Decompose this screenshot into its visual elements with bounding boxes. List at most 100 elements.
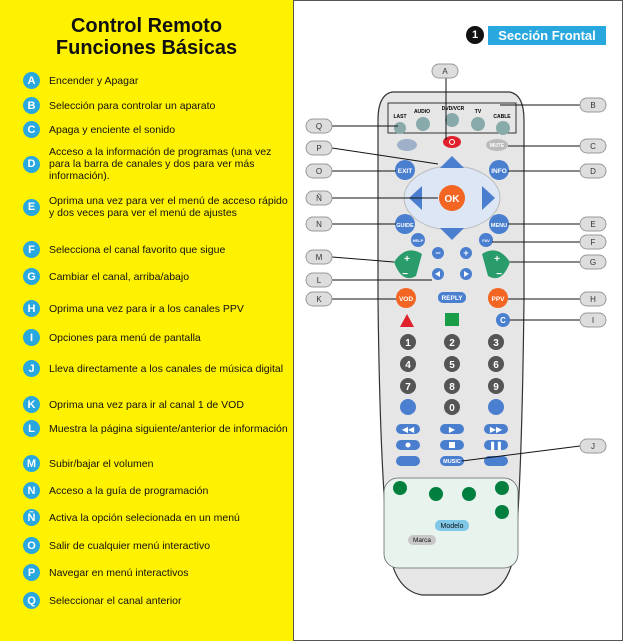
legend-text: Salir de cualquier menú interactivo bbox=[49, 539, 211, 552]
callout-letter: O bbox=[316, 167, 322, 176]
green-button-4[interactable] bbox=[495, 481, 509, 495]
audio-device-button[interactable] bbox=[416, 117, 430, 131]
mute-button[interactable] bbox=[486, 139, 508, 151]
ok-button[interactable] bbox=[439, 185, 465, 211]
reply-button[interactable] bbox=[438, 292, 466, 303]
dpad-down-arrow-icon[interactable] bbox=[440, 228, 464, 240]
callout-letter: H bbox=[590, 295, 596, 304]
digit-button[interactable] bbox=[488, 356, 504, 372]
power-button[interactable] bbox=[443, 136, 461, 148]
green-button-2[interactable] bbox=[429, 487, 443, 501]
digit-button[interactable] bbox=[444, 334, 460, 350]
green-button-1[interactable] bbox=[393, 481, 407, 495]
power-icon bbox=[449, 139, 455, 145]
legend-text: Lleva directamente a los canales de músi… bbox=[49, 362, 284, 375]
digit-button[interactable] bbox=[444, 399, 460, 415]
digit-button[interactable] bbox=[400, 334, 416, 350]
last-oval-button[interactable] bbox=[397, 139, 417, 151]
legend-text: Acceso a la guía de programación bbox=[49, 484, 209, 497]
legend-badge: H bbox=[23, 300, 40, 317]
legend-badge: J bbox=[23, 360, 40, 377]
digit-button[interactable] bbox=[400, 378, 416, 394]
callout-badge bbox=[305, 190, 333, 206]
digit-button[interactable] bbox=[400, 356, 416, 372]
page-forward-arrow-icon bbox=[464, 271, 469, 277]
dvd-vcr-device-button[interactable] bbox=[445, 113, 459, 127]
channel-up-icon: + bbox=[494, 254, 500, 265]
legend-text: Oprima una vez para ir al canal 1 de VOD bbox=[49, 398, 244, 411]
dpad-right-arrow-icon[interactable] bbox=[482, 186, 495, 210]
pause-icon: ❚❚ bbox=[489, 441, 502, 451]
right-bottom-button[interactable] bbox=[484, 456, 508, 466]
legend-badge: E bbox=[23, 198, 40, 216]
callout-badge bbox=[579, 254, 607, 270]
digit-label: 8 bbox=[449, 382, 455, 393]
digit-button[interactable] bbox=[444, 378, 460, 394]
legend-text: Selecciona el canal favorito que sigue bbox=[49, 243, 226, 256]
callout-badge bbox=[579, 163, 607, 179]
pause-button[interactable] bbox=[484, 440, 508, 450]
menu-label: MENU bbox=[491, 223, 507, 229]
blank-right-button[interactable] bbox=[488, 399, 504, 415]
digit-button[interactable] bbox=[488, 378, 504, 394]
info-label: INFO bbox=[491, 168, 507, 175]
legend-badge: D bbox=[23, 155, 40, 173]
volume-rocker[interactable] bbox=[394, 250, 422, 279]
legend-badge: Q bbox=[23, 592, 40, 609]
tv-device-button[interactable] bbox=[471, 117, 485, 131]
legend-text: Acceso a la información de programas (un… bbox=[49, 146, 272, 182]
music-button[interactable] bbox=[440, 456, 464, 466]
green-button-5[interactable] bbox=[495, 505, 509, 519]
digit-button[interactable] bbox=[488, 334, 504, 350]
c-button[interactable] bbox=[496, 313, 510, 327]
exit-button[interactable] bbox=[395, 160, 415, 180]
callout-badge bbox=[431, 63, 459, 79]
help-button[interactable] bbox=[411, 233, 425, 247]
legend-badge: B bbox=[23, 97, 40, 114]
legend-badge: P bbox=[23, 564, 40, 581]
c-label: C bbox=[500, 316, 506, 325]
rewind-button[interactable] bbox=[396, 424, 420, 434]
page-plus-button[interactable] bbox=[460, 247, 472, 259]
legend-text: Cambiar el canal, arriba/abajo bbox=[49, 270, 190, 283]
device-label-audio: AUDIO bbox=[414, 109, 430, 115]
last-button[interactable] bbox=[394, 122, 406, 134]
digit-button[interactable] bbox=[444, 356, 460, 372]
callout-badge bbox=[579, 312, 607, 328]
fast-forward-button[interactable] bbox=[484, 424, 508, 434]
fav-button[interactable] bbox=[479, 233, 493, 247]
left-bottom-button[interactable] bbox=[396, 456, 420, 466]
menu-button[interactable] bbox=[489, 214, 509, 234]
music-label: MUSIC bbox=[443, 459, 461, 465]
channel-rocker[interactable] bbox=[482, 250, 510, 279]
red-triangle-button[interactable] bbox=[400, 314, 414, 327]
device-label-cable: CABLE bbox=[493, 114, 511, 120]
cable-device-button[interactable] bbox=[496, 121, 510, 135]
play-button[interactable] bbox=[440, 424, 464, 434]
page-back-arrow-icon bbox=[435, 271, 440, 277]
ppv-button[interactable] bbox=[488, 288, 508, 308]
modelo-label: Modelo bbox=[441, 523, 464, 530]
page-minus-button[interactable] bbox=[432, 247, 444, 259]
guide-button[interactable] bbox=[395, 214, 415, 234]
dpad-up-arrow-icon[interactable] bbox=[440, 156, 464, 168]
green-square-button[interactable] bbox=[445, 313, 459, 326]
info-button[interactable] bbox=[489, 160, 509, 180]
legend-badge: I bbox=[23, 329, 40, 346]
digit-label: 7 bbox=[405, 382, 411, 393]
device-label-tv: TV bbox=[475, 109, 482, 115]
digit-label: 5 bbox=[449, 360, 455, 371]
legend-text: Seleccionar el canal anterior bbox=[49, 594, 182, 607]
legend-badge: Ñ bbox=[23, 509, 40, 526]
callout-letter: J bbox=[591, 442, 595, 451]
green-button-3[interactable] bbox=[462, 487, 476, 501]
legend-item: D Acceso a la información de programas (u… bbox=[23, 146, 288, 182]
blank-left-button[interactable] bbox=[400, 399, 416, 415]
device-select-box bbox=[387, 102, 517, 134]
vod-button[interactable] bbox=[396, 288, 416, 308]
